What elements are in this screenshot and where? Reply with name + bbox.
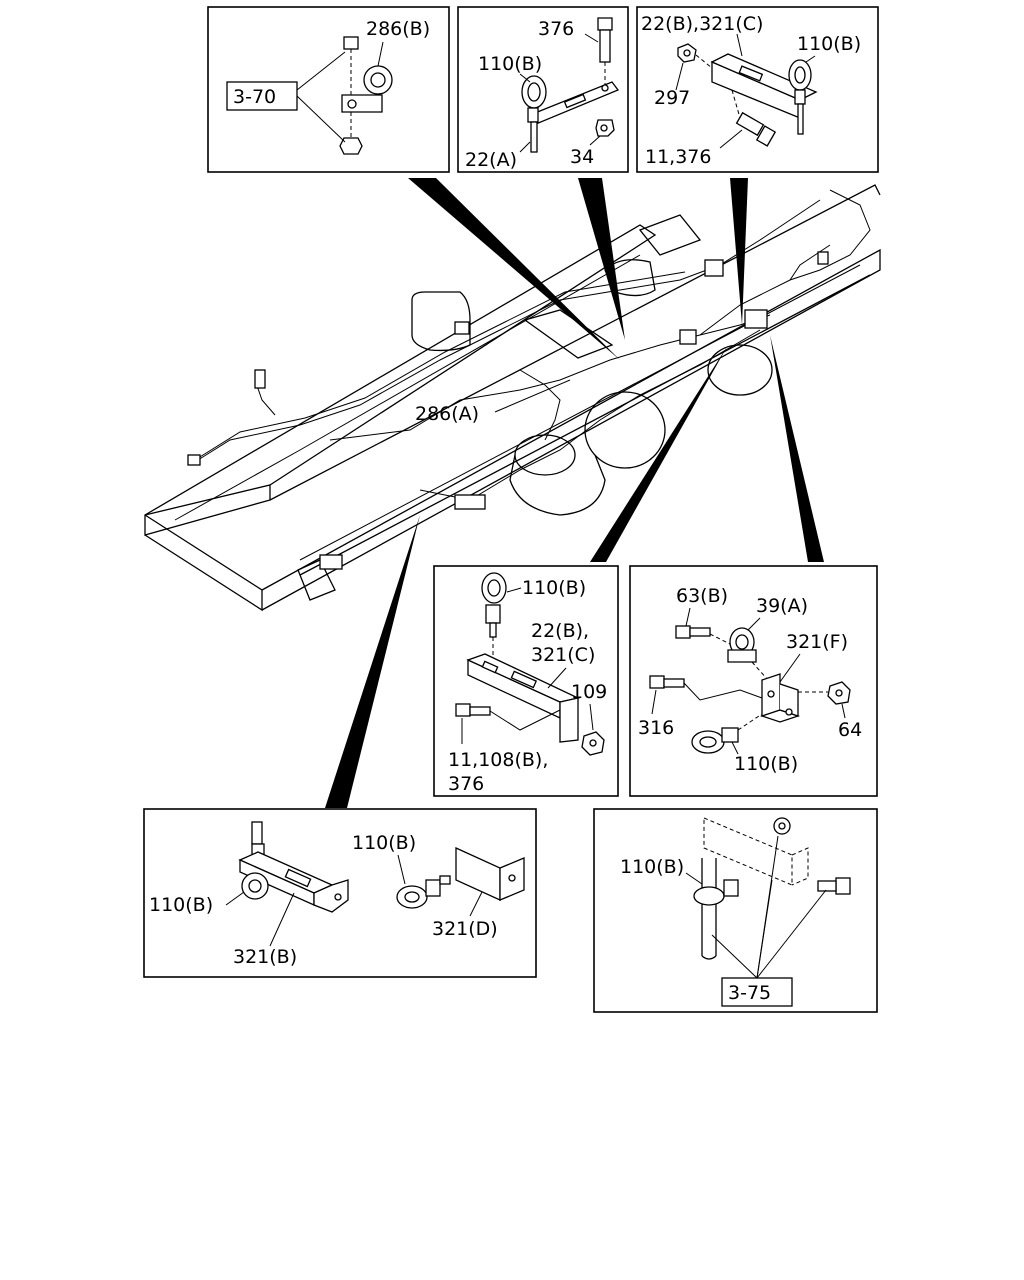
label-286b: 286(B) bbox=[366, 18, 430, 40]
label-110b-p3: 110(B) bbox=[797, 33, 861, 55]
panel-2: 376 110(B) 22(A) 34 bbox=[457, 6, 629, 173]
label-297: 297 bbox=[654, 87, 690, 109]
panel-4: 110(B) 22(B), 321(C) 109 11,108(B), 376 bbox=[433, 565, 619, 797]
panel-5: 63(B) 39(A) 321(F) 316 64 110(B) bbox=[629, 565, 878, 797]
label-110b-p4: 110(B) bbox=[522, 577, 586, 599]
panel-7: 110(B) 3-75 bbox=[593, 808, 878, 1013]
label-63b: 63(B) bbox=[676, 585, 728, 607]
ref-3-70: 3-70 bbox=[233, 86, 276, 108]
panel-6: 110(B) 321(B) 110(B) 321(D) bbox=[143, 808, 537, 978]
label-110b-p6-left: 110(B) bbox=[149, 894, 213, 916]
label-22a: 22(A) bbox=[465, 149, 517, 171]
label-110b-p6-right: 110(B) bbox=[352, 832, 416, 854]
label-321b: 321(B) bbox=[233, 946, 297, 968]
label-110b-p7: 110(B) bbox=[620, 856, 684, 878]
label-11-376-p3: 11,376 bbox=[645, 146, 711, 168]
panel-1: 286(B) 3-70 bbox=[207, 6, 450, 173]
label-11-108b: 11,108(B), bbox=[448, 749, 548, 771]
label-321d: 321(D) bbox=[432, 918, 498, 940]
label-316: 316 bbox=[638, 717, 674, 739]
chassis-frame bbox=[144, 184, 881, 612]
label-39a: 39(A) bbox=[756, 595, 808, 617]
label-109: 109 bbox=[571, 681, 607, 703]
label-286a: 286(A) bbox=[415, 403, 479, 425]
label-64: 64 bbox=[838, 719, 862, 741]
panel-3: 22(B),321(C) 110(B) 297 11,376 bbox=[636, 6, 879, 173]
ref-3-75: 3-75 bbox=[728, 982, 771, 1004]
chassis-label-286a: 286(A) bbox=[415, 379, 571, 425]
label-321f: 321(F) bbox=[786, 631, 848, 653]
callout-pointers bbox=[325, 178, 824, 808]
label-110b-p2: 110(B) bbox=[478, 53, 542, 75]
label-22b-321c-p3: 22(B),321(C) bbox=[641, 13, 763, 35]
label-376: 376 bbox=[538, 18, 574, 40]
label-22b-p4: 22(B), bbox=[531, 620, 589, 642]
label-376-p4: 376 bbox=[448, 773, 484, 795]
label-321c-p4: 321(C) bbox=[531, 644, 595, 666]
label-34: 34 bbox=[570, 146, 594, 168]
label-110b-p5: 110(B) bbox=[734, 753, 798, 775]
